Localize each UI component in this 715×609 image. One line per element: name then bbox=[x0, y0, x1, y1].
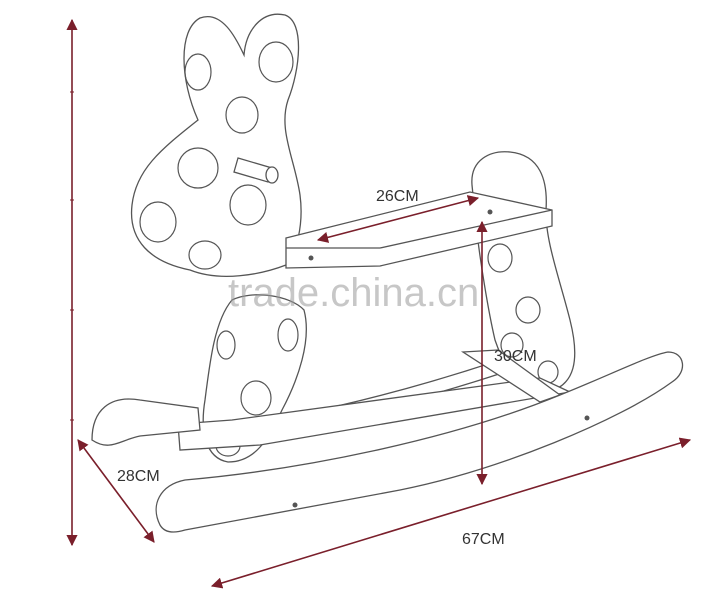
length-label: 67CM bbox=[462, 531, 505, 548]
depth-label: 28CM bbox=[117, 468, 160, 485]
seat-height-label: 30CM bbox=[494, 348, 537, 365]
length-dimension-line bbox=[210, 437, 692, 589]
front-head-panel bbox=[130, 13, 302, 277]
support-slats bbox=[177, 349, 573, 451]
height-dimension-line bbox=[66, 18, 78, 547]
handle-peg bbox=[233, 157, 279, 184]
watermark-text: trade.china.cn bbox=[228, 271, 479, 315]
depth-dimension-line bbox=[77, 439, 155, 543]
seat-width-label: 26CM bbox=[376, 188, 419, 205]
seat-width-dimension-line bbox=[316, 195, 480, 243]
